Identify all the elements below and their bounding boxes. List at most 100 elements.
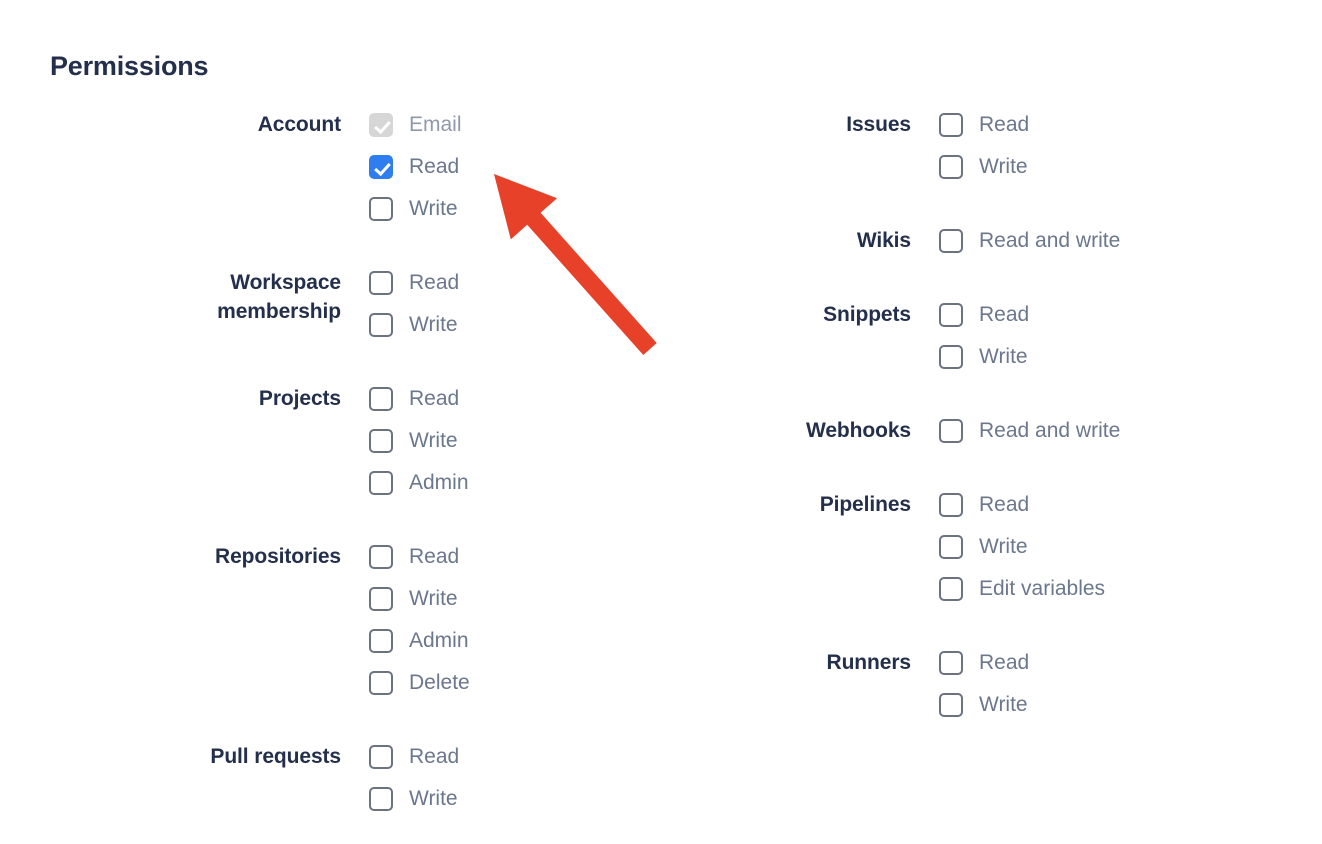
checkbox-wikis-read-and-write[interactable] xyxy=(939,229,963,253)
checkbox-label[interactable]: Write xyxy=(409,429,458,452)
permission-options: Read and write xyxy=(911,220,1120,262)
checkbox-pipelines-read[interactable] xyxy=(939,493,963,517)
checkbox-label[interactable]: Delete xyxy=(409,671,470,694)
permission-option-row[interactable]: Write xyxy=(369,304,459,346)
permission-option-row[interactable]: Read and write xyxy=(939,220,1120,262)
checkbox-pull-requests-write[interactable] xyxy=(369,787,393,811)
checkbox-label[interactable]: Read xyxy=(979,303,1030,326)
permission-option-row[interactable]: Read xyxy=(369,146,462,188)
checkbox-runners-write[interactable] xyxy=(939,693,963,717)
checkbox-label[interactable]: Read xyxy=(409,155,460,178)
checkbox-issues-read[interactable] xyxy=(939,113,963,137)
checkbox-label[interactable]: Write xyxy=(979,535,1028,558)
checkbox-pipelines-write[interactable] xyxy=(939,535,963,559)
permission-option-row[interactable]: Write xyxy=(939,146,1029,188)
checkbox-label[interactable]: Write xyxy=(979,693,1028,716)
checkbox-account-write[interactable] xyxy=(369,197,393,221)
permission-group-label: Repositories xyxy=(215,545,341,568)
permission-option-row[interactable]: Read xyxy=(369,262,459,304)
permission-option-row[interactable]: Write xyxy=(369,188,462,230)
checkbox-label[interactable]: Read xyxy=(979,651,1030,674)
permission-option-row[interactable]: Read and write xyxy=(939,410,1120,452)
checkbox-label[interactable]: Write xyxy=(409,587,458,610)
checkbox-label[interactable]: Admin xyxy=(409,471,469,494)
checkbox-pull-requests-read[interactable] xyxy=(369,745,393,769)
checkbox-label[interactable]: Write xyxy=(409,197,458,220)
checkbox-label[interactable]: Admin xyxy=(409,629,469,652)
permission-group-label: Runners xyxy=(826,651,912,674)
checkbox-label[interactable]: Write xyxy=(979,345,1028,368)
checkbox-label[interactable]: Edit variables xyxy=(979,577,1106,600)
permission-group-webhooks: Webhooks Read and write xyxy=(660,410,1322,452)
checkbox-pipelines-edit-variables[interactable] xyxy=(939,577,963,601)
permission-option-row[interactable]: Write xyxy=(939,684,1029,726)
checkbox-label[interactable]: Write xyxy=(409,787,458,810)
permission-option-row[interactable]: Delete xyxy=(369,662,470,704)
checkbox-runners-read[interactable] xyxy=(939,651,963,675)
checkbox-label[interactable]: Read xyxy=(409,387,460,410)
checkbox-issues-write[interactable] xyxy=(939,155,963,179)
permission-option-row[interactable]: Admin xyxy=(369,462,469,504)
permission-group-label: Issues xyxy=(846,113,911,136)
checkbox-account-read[interactable] xyxy=(369,155,393,179)
permission-option-row[interactable]: Write xyxy=(939,526,1105,568)
checkbox-repositories-write[interactable] xyxy=(369,587,393,611)
permission-option-row[interactable]: Read xyxy=(939,484,1105,526)
checkbox-label[interactable]: Read xyxy=(979,113,1030,136)
checkbox-repositories-delete[interactable] xyxy=(369,671,393,695)
checkbox-workspace-membership-read[interactable] xyxy=(369,271,393,295)
permission-options: Read and write xyxy=(911,410,1120,452)
checkbox-label[interactable]: Email xyxy=(409,113,462,136)
permission-option-row[interactable]: Admin xyxy=(369,620,470,662)
checkbox-label[interactable]: Write xyxy=(409,313,458,336)
permission-option-row[interactable]: Read xyxy=(939,642,1029,684)
checkbox-projects-admin[interactable] xyxy=(369,471,393,495)
checkbox-repositories-admin[interactable] xyxy=(369,629,393,653)
permission-group-label: Pull requests xyxy=(210,745,341,768)
permission-option-row[interactable]: Read xyxy=(939,294,1029,336)
page-title: Permissions xyxy=(50,51,209,81)
permission-option-row[interactable]: Read xyxy=(939,104,1029,146)
checkbox-repositories-read[interactable] xyxy=(369,545,393,569)
checkbox-snippets-write[interactable] xyxy=(939,345,963,369)
permission-option-row[interactable]: Write xyxy=(369,420,469,462)
checkbox-snippets-read[interactable] xyxy=(939,303,963,327)
permission-option-row[interactable]: Write xyxy=(369,578,470,620)
checkbox-label[interactable]: Write xyxy=(979,155,1028,178)
checkbox-label[interactable]: Read xyxy=(409,271,460,294)
checkbox-label[interactable]: Read xyxy=(409,745,460,768)
permission-option-row[interactable]: Write xyxy=(369,778,459,820)
checkbox-webhooks-read-and-write[interactable] xyxy=(939,419,963,443)
permission-option-row[interactable]: Read xyxy=(369,736,459,778)
checkbox-label[interactable]: Read xyxy=(979,493,1030,516)
permission-option-row[interactable]: Read xyxy=(369,536,470,578)
permission-option-row[interactable]: Edit variables xyxy=(939,568,1105,610)
checkbox-label[interactable]: Read and write xyxy=(979,419,1121,442)
permission-option-row[interactable]: Write xyxy=(939,336,1029,378)
permission-group-label: Account xyxy=(257,113,341,136)
checkbox-projects-read[interactable] xyxy=(369,387,393,411)
checkbox-label[interactable]: Read and write xyxy=(979,229,1121,252)
permission-group-wikis: Wikis Read and write xyxy=(660,220,1322,262)
permission-group-label: Projects xyxy=(258,387,341,410)
permission-group-label: Wikis xyxy=(856,229,911,252)
permission-option-row[interactable]: Read xyxy=(369,378,469,420)
checkbox-projects-write[interactable] xyxy=(369,429,393,453)
permission-group-label: Webhooks xyxy=(806,419,911,442)
permission-option-row[interactable]: Email xyxy=(369,104,462,146)
checkbox-workspace-membership-write[interactable] xyxy=(369,313,393,337)
checkbox-label[interactable]: Read xyxy=(409,545,460,568)
